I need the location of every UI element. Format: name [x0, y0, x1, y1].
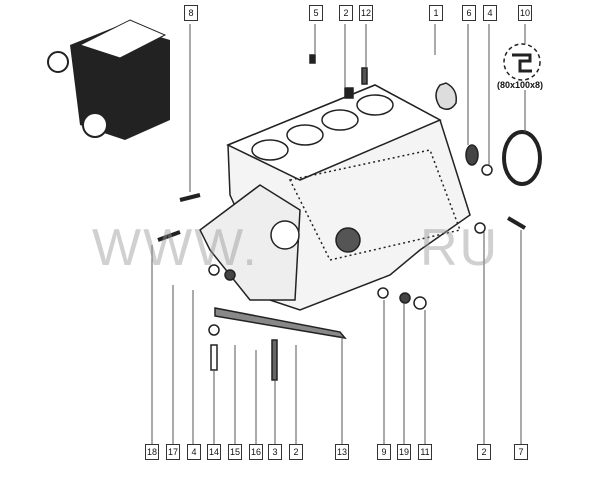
callout-9: 9 [377, 444, 391, 460]
parts [157, 43, 542, 381]
callout-2: 2 [339, 5, 353, 21]
callout-11: 11 [418, 444, 432, 460]
callout-15: 15 [228, 444, 242, 460]
callout-14: 14 [207, 444, 221, 460]
callout-17: 17 [166, 444, 180, 460]
seal-size-label: (80x100x8) [497, 80, 544, 90]
callout-3: 3 [268, 444, 282, 460]
callout-12: 12 [359, 5, 373, 21]
engine-thumbnail [47, 19, 170, 140]
callout-2-right: 2 [477, 444, 491, 460]
callout-4-bottom: 4 [187, 444, 201, 460]
callout-13: 13 [335, 444, 349, 460]
cylinder-block [199, 84, 471, 311]
callout-1: 1 [429, 5, 443, 21]
callout-2-bottom: 2 [289, 444, 303, 460]
callout-5: 5 [309, 5, 323, 21]
watermark-left: WWW. [92, 219, 259, 277]
watermark-right: RU [420, 219, 500, 277]
callout-16: 16 [249, 444, 263, 460]
callout-4: 4 [483, 5, 497, 21]
leader-lines [151, 24, 526, 445]
callout-10: 10 [518, 5, 532, 21]
callout-19: 19 [397, 444, 411, 460]
callout-8: 8 [184, 5, 198, 21]
callout-7: 7 [514, 444, 528, 460]
callout-6: 6 [462, 5, 476, 21]
callout-18: 18 [145, 444, 159, 460]
